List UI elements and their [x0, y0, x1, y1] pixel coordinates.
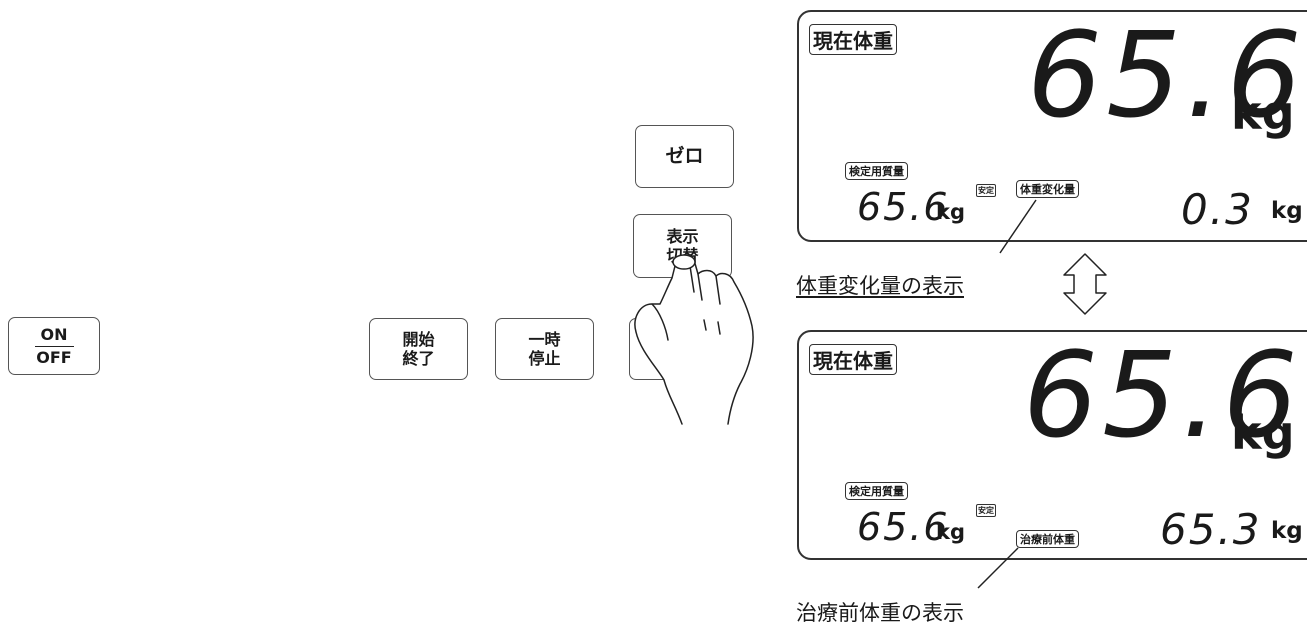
pause-label-2: 停止: [528, 349, 561, 368]
stable-tag: 安定: [976, 184, 996, 197]
start-end-label-2: 終了: [402, 349, 435, 368]
weight-change-value: 0.3: [1181, 185, 1254, 234]
display-switch-label-1: 表示: [666, 226, 699, 246]
leader-line-weight-change: [999, 199, 1037, 254]
pre-treatment-tag: 治療前体重: [1016, 530, 1079, 548]
off-label: OFF: [36, 347, 72, 367]
on-off-button[interactable]: ON OFF: [8, 317, 100, 375]
main-weight-unit: kg: [1231, 86, 1295, 140]
leader-line-pre-treatment: [977, 547, 1019, 589]
start-end-label-1: 開始: [402, 329, 435, 349]
weight-change-unit: kg: [1271, 198, 1303, 224]
pointing-hand-icon: [634, 254, 754, 425]
verified-mass-unit: kg: [936, 520, 965, 544]
pre-treatment-value: 65.3: [1160, 505, 1262, 554]
verified-mass-unit: kg: [936, 200, 965, 224]
verified-mass-value: 65.6: [857, 505, 950, 549]
main-weight-value: 65.6: [1027, 6, 1306, 144]
lcd-panel-pre-treatment: 現在体重 65.6 kg 検定用質量 65.6 kg 安定 治療前体重 65.3…: [797, 326, 1307, 560]
zero-label: ゼロ: [665, 145, 704, 168]
current-weight-tag: 現在体重: [809, 344, 897, 375]
zero-button[interactable]: ゼロ: [635, 125, 734, 188]
pause-button[interactable]: 一時 停止: [495, 318, 594, 380]
pause-label-1: 一時: [528, 329, 561, 349]
verified-mass-tag: 検定用質量: [845, 482, 908, 500]
weight-change-tag: 体重変化量: [1016, 180, 1079, 198]
caption-pre-treatment: 治療前体重の表示: [796, 601, 964, 625]
current-weight-tag: 現在体重: [809, 24, 897, 55]
main-weight-unit: kg: [1231, 406, 1295, 460]
start-end-button[interactable]: 開始 終了: [369, 318, 468, 380]
lcd-panel-weight-change: 現在体重 65.6 kg 検定用質量 65.6 kg 安定 体重変化量 0.3 …: [797, 6, 1307, 242]
caption-weight-change: 体重変化量の表示: [796, 274, 964, 298]
stable-tag: 安定: [976, 504, 996, 517]
verified-mass-tag: 検定用質量: [845, 162, 908, 180]
toggle-double-arrow-icon: [1063, 253, 1107, 315]
verified-mass-value: 65.6: [857, 185, 950, 229]
main-weight-value: 65.6: [1023, 326, 1302, 464]
on-label: ON: [34, 325, 74, 347]
pre-treatment-unit: kg: [1271, 518, 1303, 544]
